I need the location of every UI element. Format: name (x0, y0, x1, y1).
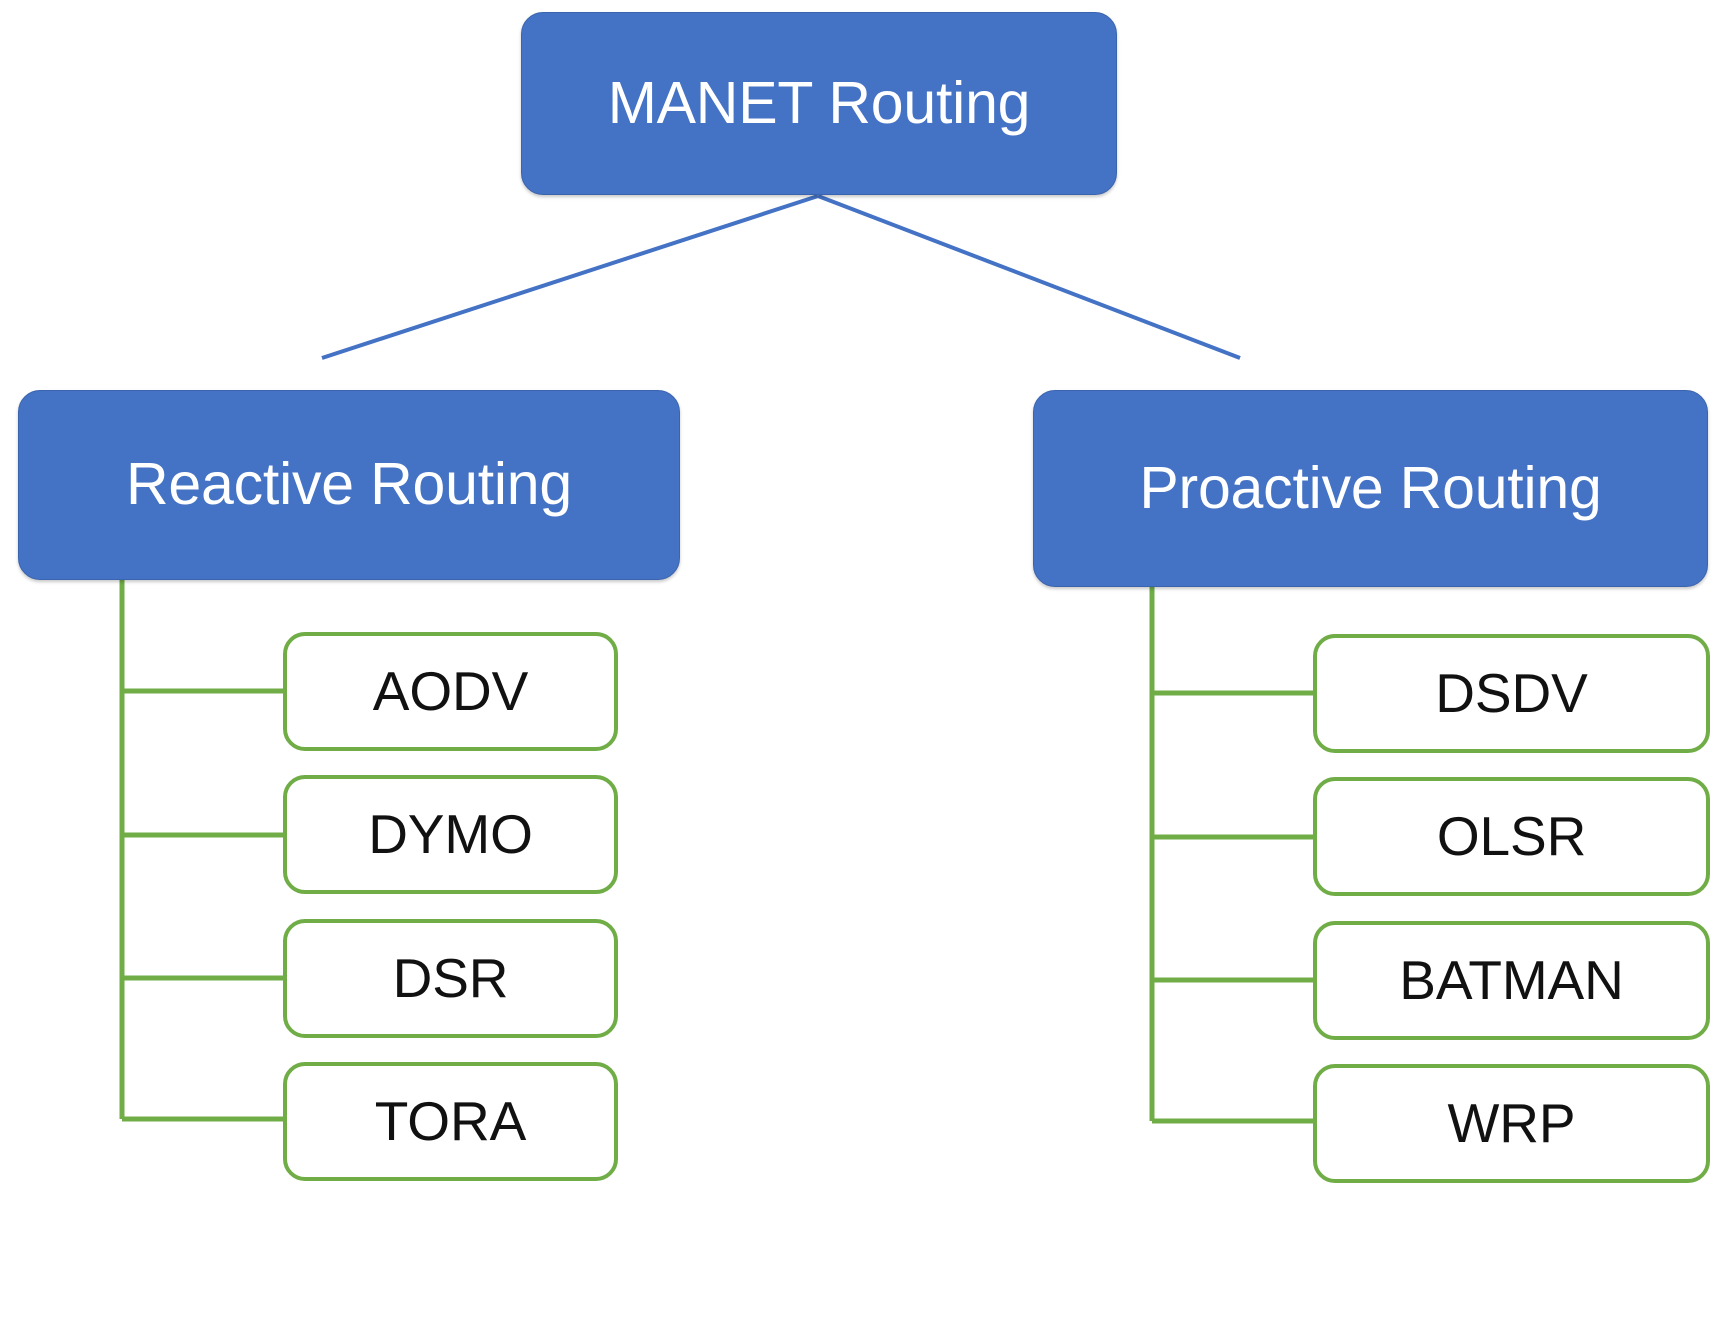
leaf-node-wrp[interactable]: WRP (1313, 1064, 1710, 1183)
leaf-node-dsr[interactable]: DSR (283, 919, 618, 1038)
node-reactive-routing[interactable]: Reactive Routing (18, 390, 680, 580)
leaf-node-dymo[interactable]: DYMO (283, 775, 618, 894)
node-proactive-routing[interactable]: Proactive Routing (1033, 390, 1708, 587)
leaf-node-aodv[interactable]: AODV (283, 632, 618, 751)
leaf-node-tora-label: TORA (374, 1089, 527, 1152)
node-proactive-routing-label: Proactive Routing (1139, 454, 1602, 521)
leaf-node-dsdv-label: DSDV (1435, 661, 1588, 724)
node-manet-routing-label: MANET Routing (607, 69, 1031, 136)
leaf-node-wrp-label: WRP (1447, 1091, 1576, 1154)
node-manet-routing[interactable]: MANET Routing (521, 12, 1117, 195)
leaf-node-dsr-label: DSR (392, 946, 509, 1009)
leaf-node-batman-label: BATMAN (1399, 948, 1624, 1011)
leaf-node-dsdv[interactable]: DSDV (1313, 634, 1710, 753)
leaf-node-tora[interactable]: TORA (283, 1062, 618, 1181)
connector-root-to-proactive (817, 194, 1241, 360)
leaf-node-batman[interactable]: BATMAN (1313, 921, 1710, 1040)
leaf-node-olsr[interactable]: OLSR (1313, 777, 1710, 896)
leaf-node-dymo-label: DYMO (368, 802, 533, 865)
connector-root-to-reactive (321, 194, 819, 360)
node-reactive-routing-label: Reactive Routing (125, 451, 573, 518)
leaf-node-aodv-label: AODV (372, 659, 529, 722)
leaf-node-olsr-label: OLSR (1436, 804, 1587, 867)
